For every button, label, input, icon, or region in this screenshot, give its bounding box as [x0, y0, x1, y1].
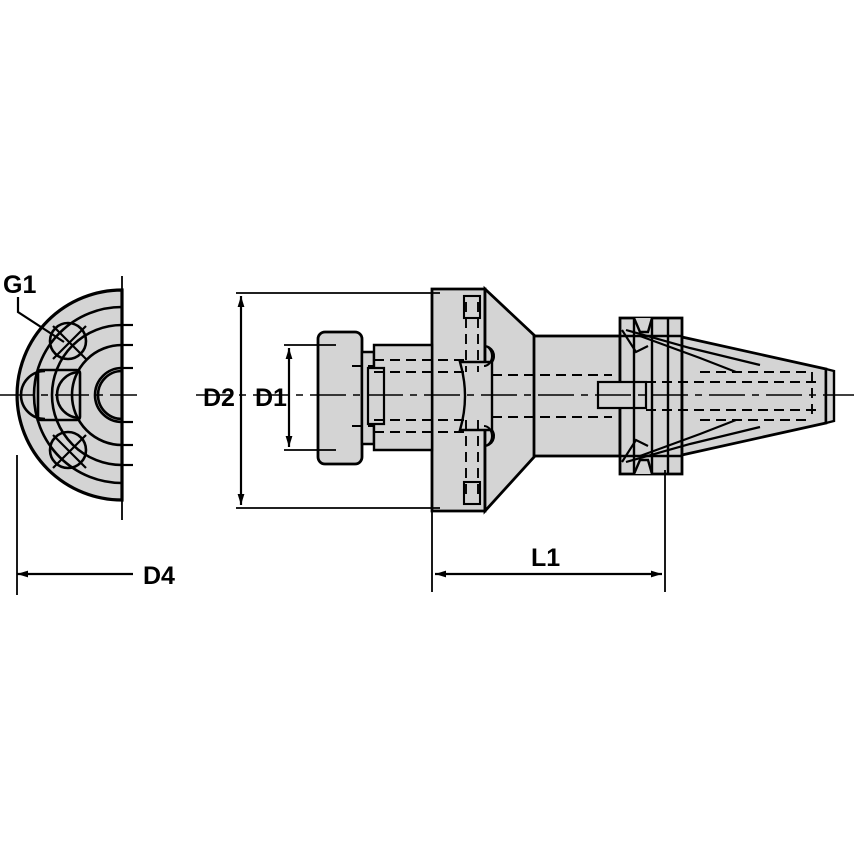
dimension-label-g1: G1 [3, 271, 36, 299]
pilot-shoulder [366, 366, 386, 426]
drive-key-section-lines [621, 328, 761, 464]
l1-dimension [431, 470, 666, 592]
relief-arc-top-b [483, 344, 496, 363]
drive-key-bottom-c [621, 438, 649, 463]
g1-leader [16, 297, 65, 343]
d1-dimension [284, 344, 336, 451]
dimension-label-l1: L1 [531, 544, 560, 572]
counterbore-bottom [462, 480, 482, 506]
side-view: D2 D1 L1 [196, 285, 854, 592]
tapped-hole-upper-circle [48, 321, 88, 361]
drive-key-bottom-a [625, 425, 761, 464]
relief-arc-bottom-b [483, 429, 496, 448]
taper-shank [680, 335, 828, 457]
crosshole-counterbores [462, 294, 496, 506]
d4-dimension [16, 455, 133, 595]
drive-key-bottom-b [639, 418, 737, 458]
tapped-hole-upper [48, 321, 88, 361]
holder-body [316, 285, 836, 515]
counterbore-top [462, 294, 482, 320]
tapped-hole-upper-cross-b [52, 325, 87, 360]
drive-key-top-b [639, 334, 737, 374]
g1-leader-line [16, 297, 65, 343]
centerline-ticks [122, 323, 133, 467]
drive-key-top-a [625, 328, 761, 367]
tapped-hole-lower-cross-b [52, 434, 87, 469]
dimension-label-d1: D1 [255, 384, 287, 412]
arbor-hub-flange [316, 330, 364, 466]
central-plug [458, 360, 494, 432]
v-groove-notch-top [632, 317, 654, 334]
dimension-label-d4: D4 [143, 562, 175, 590]
drive-key-top-c [621, 329, 649, 354]
bore-circle-outer [93, 366, 122, 424]
taper-end-face [824, 367, 836, 425]
dimension-label-d2: D2 [203, 384, 235, 412]
bolt-circle [50, 323, 122, 467]
front-view: G1 D4 [0, 271, 175, 595]
hidden-internal-features [352, 302, 820, 498]
tapped-hole-lower [48, 430, 88, 470]
tapped-hole-lower-circle [48, 430, 88, 470]
d2-dimension [236, 292, 440, 509]
v-groove-notch-bottom [632, 458, 654, 475]
